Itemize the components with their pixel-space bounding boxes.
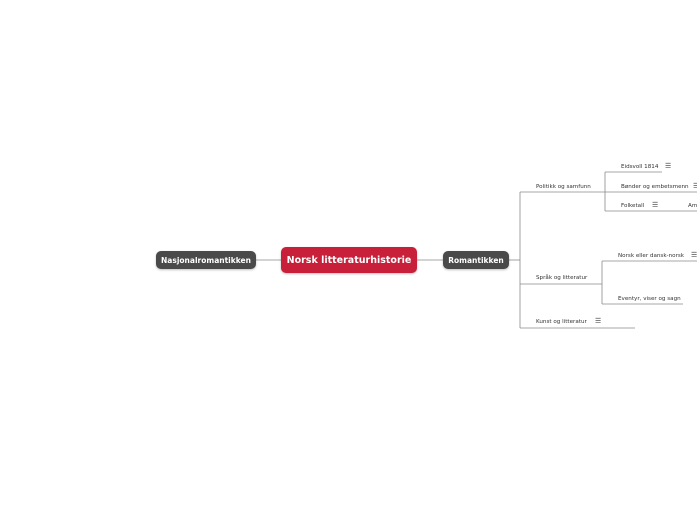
topic-eventyr-viser-og-sagn[interactable]: Eventyr, viser og sagn <box>618 296 681 302</box>
notes-icon[interactable]: ☰ <box>665 162 672 170</box>
notes-icon[interactable]: ☰ <box>693 182 697 190</box>
topic-folketall[interactable]: Folketall <box>621 203 645 209</box>
main-topic-romantikken[interactable]: Romantikken <box>443 251 509 269</box>
topic-bonder-og-embetsmenn[interactable]: Bønder og embetsmenn <box>621 184 689 190</box>
subtopic-kunst-og-litteratur[interactable]: Kunst og litteratur <box>536 319 587 325</box>
subtopic-sprak-og-litteratur[interactable]: Språk og litteratur <box>536 275 588 281</box>
topic-eidsvoll-1814[interactable]: Eidsvoll 1814 <box>621 164 659 170</box>
subtopic-politikk-og-samfunn[interactable]: Politikk og samfunn <box>536 184 591 190</box>
topic-norsk-eller-dansk-norsk[interactable]: Norsk eller dansk-norsk <box>618 253 685 259</box>
main-topic-label: Romantikken <box>448 255 504 265</box>
central-topic-label: Norsk litteraturhistorie <box>286 254 412 266</box>
central-topic[interactable]: Norsk litteraturhistorie <box>281 247 417 273</box>
notes-icon[interactable]: ☰ <box>652 201 659 209</box>
main-topic-label: Nasjonalromantikken <box>161 255 251 265</box>
notes-icon[interactable]: ☰ <box>691 251 697 259</box>
notes-icon[interactable]: ☰ <box>595 317 602 325</box>
main-topic-nasjonalromantikken[interactable]: Nasjonalromantikken <box>156 251 256 269</box>
topic-folketall-extra[interactable]: Am <box>688 203 697 209</box>
